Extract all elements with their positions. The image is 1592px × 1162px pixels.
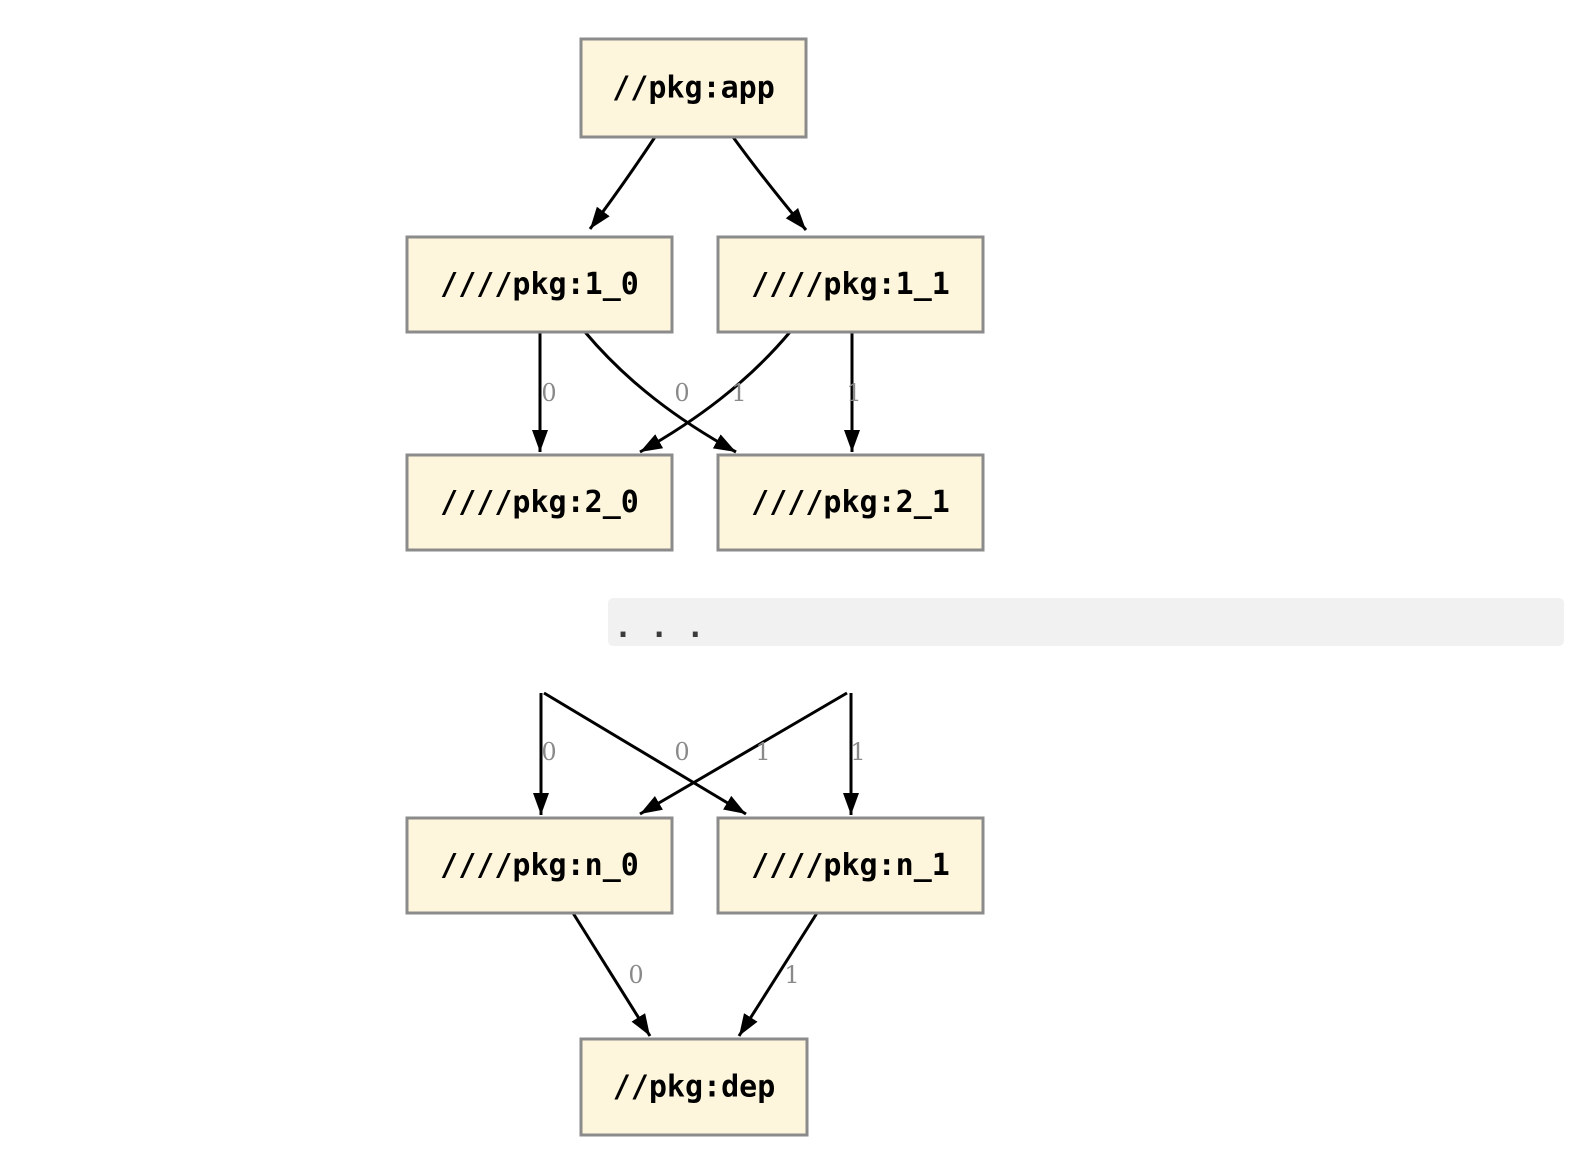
edge-app-to-1-0 (588, 136, 657, 230)
node-pkg-n-1: ////pkg:n_1 (716, 816, 985, 915)
node-pkg-dep-label: //pkg:dep (613, 1070, 776, 1105)
node-pkg-n-0-box (405, 816, 674, 915)
edge-label-1-0-to-2-1: 1 (731, 379, 746, 407)
edge-label-mid-cross-to-n-1: 1 (755, 738, 770, 766)
node-pkg-1-1-label: ////pkg:1_1 (751, 267, 950, 302)
node-pkg-dep: //pkg:dep (579, 1037, 809, 1137)
edge-label-1-1-to-2-0: 0 (674, 379, 689, 407)
node-pkg-2-0-label: ////pkg:2_0 (440, 485, 639, 520)
node-pkg-1-0: ////pkg:1_0 (405, 235, 674, 334)
node-pkg-app-box (579, 37, 808, 139)
node-pkg-1-1: ////pkg:1_1 (716, 235, 985, 334)
edge-n-0-to-dep (571, 912, 652, 1037)
edge-1-0-to-2-1 (583, 331, 737, 454)
edge-label-mid-cross-to-n-0: 0 (674, 738, 689, 766)
node-pkg-n-0-label: ////pkg:n_0 (440, 848, 639, 883)
node-pkg-app: //pkg:app (579, 37, 808, 139)
edge-1-1-to-2-0 (639, 331, 792, 454)
node-pkg-1-1-box (716, 235, 985, 334)
node-pkg-2-1-label: ////pkg:2_1 (751, 485, 950, 520)
node-pkg-n-1-box (716, 816, 985, 915)
edge-label-1-0-to-2-0: 0 (541, 379, 556, 407)
node-pkg-n-1-label: ////pkg:n_1 (751, 848, 950, 883)
edge-label-mid-to-n-1: 1 (850, 738, 865, 766)
edge-mid-cross-to-n-1 (543, 691, 747, 816)
edge-label-1-1-to-2-1: 1 (846, 379, 861, 407)
edge-app-to-1-1 (731, 136, 808, 231)
node-pkg-2-0-box (405, 453, 674, 552)
edge-label-n-1-to-dep: 1 (784, 961, 799, 989)
edge-n-1-to-dep (737, 912, 819, 1037)
node-pkg-2-1-box (716, 453, 985, 552)
ellipsis-dots: . . . (614, 610, 704, 645)
edge-mid-cross-to-n-0 (639, 691, 848, 816)
ellipsis-band (608, 598, 1564, 646)
edge-label-n-0-to-dep: 0 (628, 961, 643, 989)
node-pkg-dep-box (579, 1037, 809, 1137)
node-pkg-1-0-label: ////pkg:1_0 (440, 267, 639, 302)
node-pkg-1-0-box (405, 235, 674, 334)
edge-label-mid-to-n-0: 0 (541, 738, 556, 766)
node-pkg-2-1: ////pkg:2_1 (716, 453, 985, 552)
node-pkg-app-label: //pkg:app (612, 71, 775, 106)
node-pkg-2-0: ////pkg:2_0 (405, 453, 674, 552)
node-pkg-n-0: ////pkg:n_0 (405, 816, 674, 915)
